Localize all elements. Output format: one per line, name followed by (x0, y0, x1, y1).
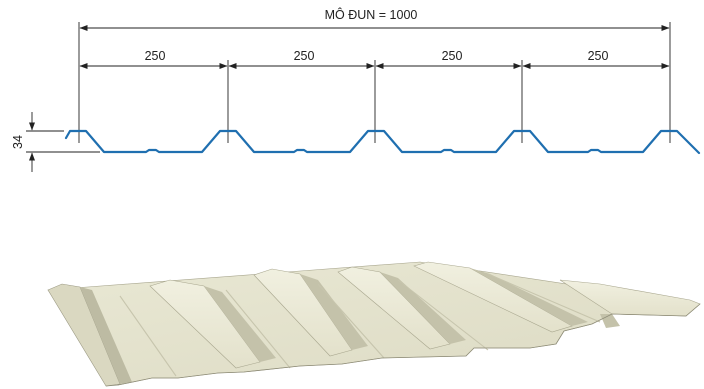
pitch-label: 250 (588, 49, 609, 63)
dimension-lines (26, 22, 671, 172)
sheet-rib-shadow (380, 272, 466, 344)
pitch-label: 250 (442, 49, 463, 63)
sheet-rib-shadow (300, 274, 368, 350)
sheet-rib-shadow (80, 287, 132, 384)
sheet-rib-shadow (204, 286, 276, 362)
module-label: MÔ ĐUN = 1000 (325, 7, 418, 22)
sheet-rib-shadow (600, 314, 620, 328)
height-label: 34 (11, 135, 25, 149)
sheet-rib-shadow (470, 268, 588, 326)
cross-section-profile (64, 129, 701, 155)
pitch-label: 250 (145, 49, 166, 63)
roof-sheet-3d (47, 261, 701, 387)
dimension-labels: MÔ ĐUN = 1000 250 250 250 250 34 (11, 7, 608, 149)
sheet-grooves (119, 273, 601, 377)
pitch-label: 250 (294, 49, 315, 63)
sheet-front-edge (105, 303, 701, 387)
